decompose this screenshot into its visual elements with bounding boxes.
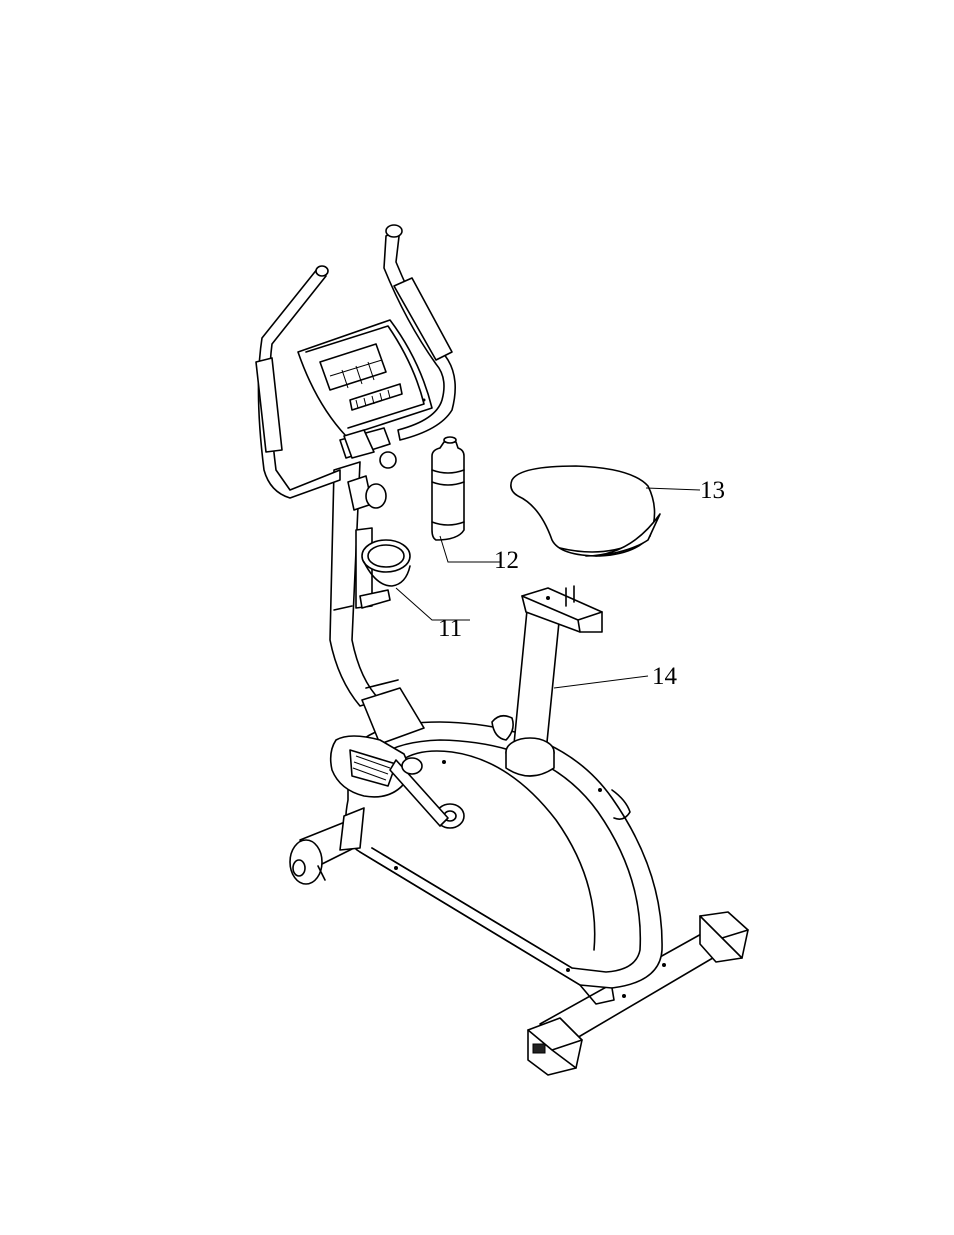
seat [511,466,660,556]
leader-13 [646,488,700,490]
seat-post [492,586,602,776]
water-bottle [432,437,464,540]
callout-11: 11 [438,615,462,642]
leader-12 [440,536,500,562]
leader-14 [554,676,648,688]
callout-12: 12 [494,547,519,574]
callout-13: 13 [700,477,725,504]
bottle-holder [356,528,410,608]
callout-14: 14 [652,663,678,690]
